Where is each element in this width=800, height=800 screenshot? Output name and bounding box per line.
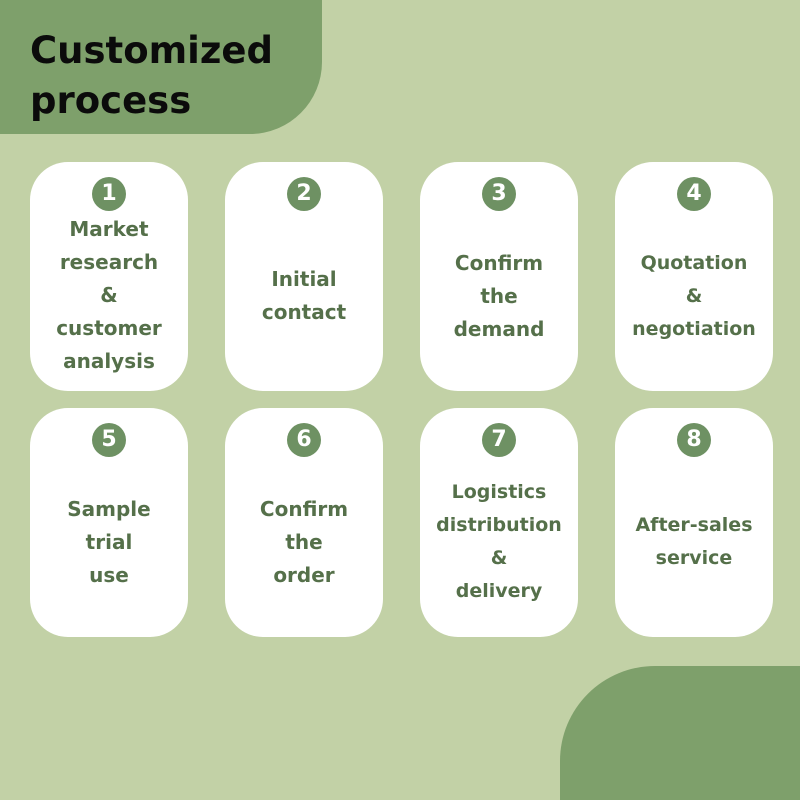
step-card-5: 5 Sample trial use	[30, 408, 188, 637]
step-number-badge: 8	[677, 423, 711, 457]
step-label: Sample trial use	[67, 496, 151, 587]
step-label: Confirm the order	[259, 496, 349, 587]
step-label: Initial contact	[261, 267, 347, 324]
step-card-3: 3 Confirm the demand	[420, 162, 578, 391]
step-label: Logistics distribution & delivery	[436, 480, 562, 602]
step-card-2: 2 Initial contact	[225, 162, 383, 391]
step-number-badge: 6	[287, 423, 321, 457]
step-number-badge: 1	[92, 177, 126, 211]
bottom-right-decoration	[560, 666, 800, 800]
step-number-badge: 4	[677, 177, 711, 211]
step-number-badge: 2	[287, 177, 321, 211]
top-left-decoration	[0, 0, 322, 134]
step-number-badge: 7	[482, 423, 516, 457]
step-label: Market research & customer analysis	[56, 217, 162, 373]
step-card-8: 8 After-sales service	[615, 408, 773, 637]
step-number-badge: 5	[92, 423, 126, 457]
step-label: Confirm the demand	[453, 250, 545, 341]
page-title: Customized process	[30, 29, 273, 122]
step-card-7: 7 Logistics distribution & delivery	[420, 408, 578, 637]
step-label: After-sales service	[635, 514, 753, 569]
step-label: Quotation & negotiation	[632, 251, 756, 340]
step-card-1: 1 Market research & customer analysis	[30, 162, 188, 391]
step-card-6: 6 Confirm the order	[225, 408, 383, 637]
step-number-badge: 3	[482, 177, 516, 211]
step-card-4: 4 Quotation & negotiation	[615, 162, 773, 391]
